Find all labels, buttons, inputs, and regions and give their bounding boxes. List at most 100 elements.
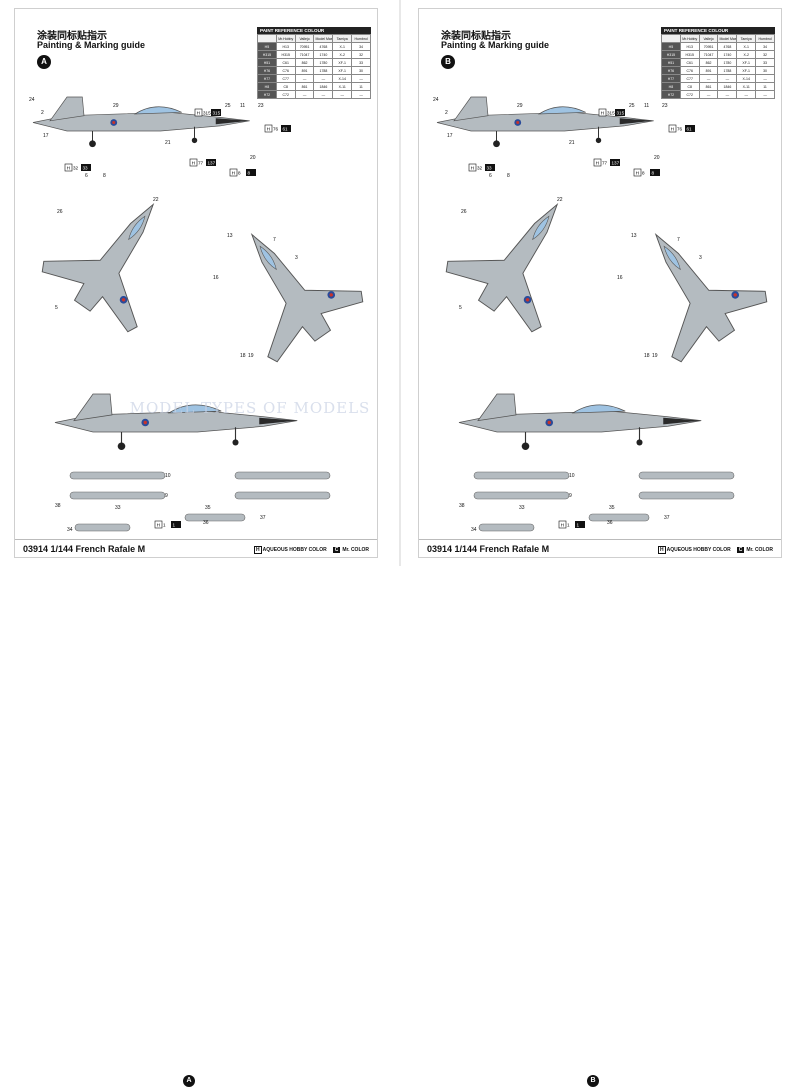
- missile-shape: [478, 523, 535, 532]
- part-number-label: 23: [662, 103, 668, 109]
- guide-page-a: 涂装同标贴指示 Painting & Marking guide A PAINT…: [14, 8, 378, 1087]
- part-number-label: 38: [459, 503, 465, 509]
- roundel-inner: [525, 298, 530, 302]
- part-number-label: 33: [519, 505, 525, 511]
- chip-h-box: [194, 108, 203, 117]
- part-number-label: 21: [569, 140, 575, 146]
- chip-h-letter: H: [601, 110, 604, 115]
- chip-c-code: 8: [248, 170, 251, 175]
- part-number-label: 5: [459, 305, 462, 311]
- chip-h-box: [468, 163, 477, 172]
- page-title-cn: 涂装同标贴指示: [37, 31, 107, 42]
- fuel-tank-shape: [69, 471, 166, 480]
- chip-h-letter: H: [471, 165, 474, 170]
- table-cell: —: [755, 90, 775, 99]
- chip-h-box: [64, 163, 73, 172]
- part-number-label: 25: [629, 103, 635, 109]
- canopy-top-shape: [259, 245, 277, 271]
- roundel-inner: [112, 120, 116, 125]
- chip-code: 32: [477, 165, 483, 170]
- legend-c-label: C: [332, 547, 341, 553]
- radome-shape: [619, 118, 654, 125]
- fuel-tank-shape: [638, 491, 735, 500]
- part-number-label: 38: [55, 503, 61, 509]
- part-number-label: 24: [433, 97, 439, 103]
- chip-code: 1: [567, 522, 570, 527]
- missile-shape: [588, 513, 650, 522]
- part-number-label: 26: [461, 209, 467, 215]
- chip-h-letter: H: [596, 160, 599, 165]
- chip-code: 77: [602, 160, 608, 165]
- chip-c-box: [615, 109, 625, 116]
- roundel-inner: [516, 120, 520, 125]
- part-number-label: 6: [489, 173, 492, 179]
- footer-title: 03914 1/144 French Rafale M: [427, 544, 550, 554]
- part-number-label: 10: [569, 473, 575, 479]
- chip-c-code: 137: [208, 160, 216, 165]
- chip-h-box: [633, 168, 642, 177]
- chip-h-box: [189, 158, 198, 167]
- chip-code: 76: [677, 126, 683, 131]
- part-number-label: 23: [258, 103, 264, 109]
- chip-c-box: [246, 169, 256, 176]
- fuel-tank-shape: [473, 491, 570, 500]
- paint-reference-table: PAINT REFERENCE COLOUR Mr.Hobby Vallejo …: [257, 27, 371, 99]
- chip-h-box: [558, 520, 567, 529]
- fuselage-shape: [458, 410, 702, 433]
- radome-shape: [259, 417, 298, 425]
- part-number-label: 8: [103, 173, 106, 179]
- part-number-label: 17: [447, 133, 453, 139]
- side-view-left: [32, 96, 250, 148]
- tail-fin-shape: [73, 393, 113, 422]
- chip-h-letter: H: [157, 522, 160, 527]
- part-number-label: 37: [664, 515, 670, 521]
- legend-h-label: H: [253, 546, 262, 554]
- side-view-left: [436, 96, 654, 148]
- part-number-label: 3: [699, 255, 702, 261]
- part-number-label: 7: [677, 237, 680, 243]
- tail-fin-shape: [477, 393, 517, 422]
- legend-c-text: Mr. COLOR: [746, 547, 773, 553]
- chip-c-code: 61: [283, 126, 289, 131]
- chip-h-box: [668, 124, 677, 133]
- canopy-top-shape: [663, 245, 681, 271]
- part-number-label: 13: [631, 233, 637, 239]
- side-view-right: [54, 393, 298, 451]
- tail-fin-shape: [453, 96, 489, 122]
- canopy-shape: [537, 106, 586, 115]
- tail-fin-shape: [49, 96, 85, 122]
- chip-h-letter: H: [197, 110, 200, 115]
- nose-wheel-shape: [595, 137, 602, 144]
- chip-code: 76: [273, 126, 279, 131]
- planform-shape: [250, 233, 364, 363]
- chip-c-code: 61: [687, 126, 693, 131]
- fuel-tank-shape: [638, 471, 735, 480]
- chip-c-box: [281, 125, 291, 132]
- part-number-label: 16: [617, 275, 623, 281]
- footer-variant-badge: B: [587, 1075, 599, 1087]
- chip-c-code: 1: [577, 522, 580, 527]
- fuel-tank-shape: [234, 491, 331, 500]
- canopy-shape: [133, 106, 182, 115]
- canopy-top-shape: [532, 215, 550, 241]
- part-number-label: 11: [644, 103, 649, 109]
- chip-h-letter: H: [561, 522, 564, 527]
- chip-c-code: 33: [487, 165, 493, 170]
- radome-shape: [215, 118, 250, 125]
- page-title-en: Painting & Marking guide: [37, 40, 146, 50]
- chip-h-box: [264, 124, 273, 133]
- footer-title: 03914 1/144 French Rafale M: [23, 544, 146, 554]
- nose-wheel-shape: [636, 439, 643, 446]
